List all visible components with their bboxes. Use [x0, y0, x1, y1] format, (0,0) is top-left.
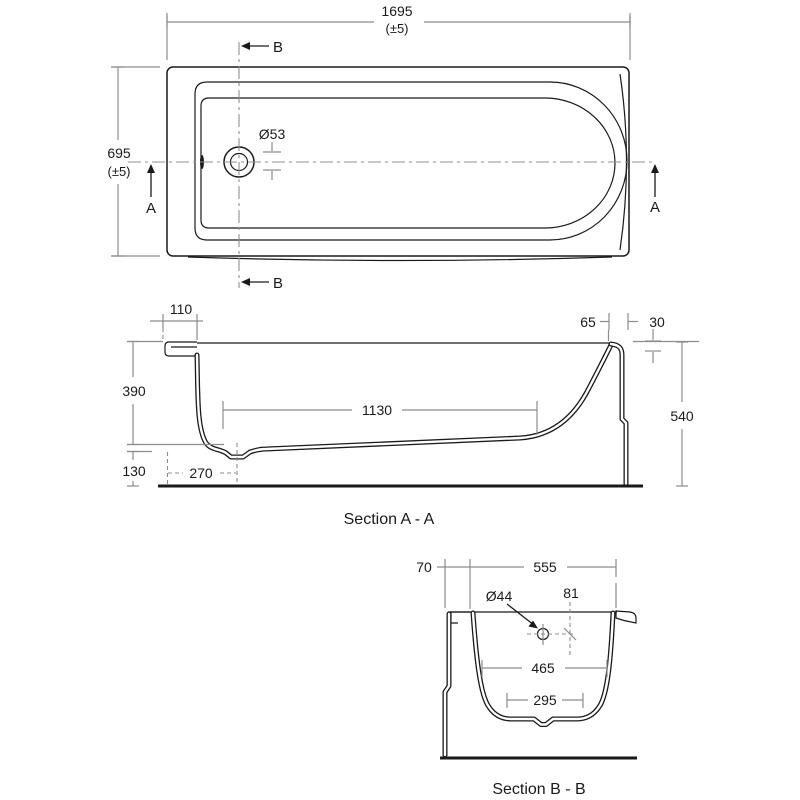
dim-text-695: 695 [107, 145, 131, 161]
dim-tol-1695: (±5) [385, 21, 408, 36]
section-b-marker-bottom: B [241, 275, 283, 292]
tub-bottom-edge-curve [187, 256, 613, 262]
section-aa-title: Section A - A [344, 511, 435, 528]
dim-text-390: 390 [122, 383, 146, 399]
tub-cross-section-core [471, 611, 615, 726]
section-arrow-icon [241, 42, 250, 50]
section-a-letter: A [146, 200, 156, 217]
tub-profile-wall-core [195, 343, 613, 459]
drain-dia-text: Ø53 [259, 126, 286, 142]
section-arrow-icon [651, 164, 659, 173]
section-b-marker-top: B [241, 39, 283, 56]
dim-44: Ø44 [486, 588, 538, 629]
dim-text-270: 270 [189, 465, 213, 481]
basin-edge [200, 97, 616, 229]
dim-text-110: 110 [170, 301, 193, 317]
section-bb-view: Ø44 81 70 555 [416, 559, 637, 798]
dim-text-65: 65 [580, 314, 596, 330]
left-lip-bb [450, 611, 470, 624]
tub-profile-wall [194, 342, 614, 460]
dim-110: 110 [150, 301, 203, 340]
rim-inner-edge [194, 81, 628, 241]
dim-text-44: Ø44 [486, 588, 513, 604]
dim-270: 270 [166, 443, 238, 485]
dim-70-555: 70 555 [416, 559, 617, 609]
dim-length-1695: 1695 (±5) [166, 3, 631, 60]
section-bb-title: Section B - B [492, 781, 585, 798]
dim-540: 540 [633, 340, 699, 487]
dim-text-81: 81 [563, 585, 579, 601]
left-panel-bb-core [443, 612, 451, 757]
dim-text-1130: 1130 [362, 402, 392, 418]
section-arrow-icon [147, 164, 155, 173]
dim-text-30: 30 [649, 314, 665, 330]
section-a-marker-left: A [146, 164, 156, 217]
right-end-panel-core [609, 342, 628, 486]
leader-line [506, 603, 535, 626]
dim-text-540: 540 [670, 408, 694, 424]
dim-tol-695: (±5) [107, 164, 130, 179]
section-b-letter: B [273, 39, 283, 56]
overflow-hole [527, 624, 574, 645]
dim-130: 130 [122, 450, 152, 487]
dim-text-555: 555 [533, 559, 557, 575]
tub-outer-rim [166, 66, 630, 257]
left-lip [164, 341, 197, 357]
section-arrow-icon [241, 278, 250, 286]
dim-390: 390 [122, 340, 224, 446]
dim-465: 465 [481, 660, 608, 677]
dim-81: 81 [563, 585, 579, 656]
dim-text-70: 70 [416, 559, 432, 575]
dim-text-130: 130 [122, 463, 146, 479]
section-b-letter: B [273, 275, 283, 292]
section-a-letter: A [650, 199, 660, 216]
dim-1130: 1130 [222, 401, 538, 435]
dim-width-695: 695 (±5) [107, 66, 160, 257]
section-aa-view: 110 390 130 [122, 301, 699, 528]
right-lip-bb [615, 610, 637, 624]
dim-text-1695: 1695 [381, 3, 412, 19]
top-view: 1695 (±5) 695 (±5) Ø53 B [107, 3, 660, 292]
dim-drain-53: Ø53 [259, 126, 286, 180]
dim-text-465: 465 [531, 660, 555, 676]
dim-295: 295 [506, 692, 584, 708]
dim-65-30: 65 30 [580, 313, 665, 363]
tick [563, 627, 577, 641]
leader-arrow-icon [528, 620, 538, 629]
dim-text-295: 295 [533, 692, 557, 708]
section-a-marker-right: A [650, 164, 660, 216]
right-end-panel [608, 341, 629, 487]
